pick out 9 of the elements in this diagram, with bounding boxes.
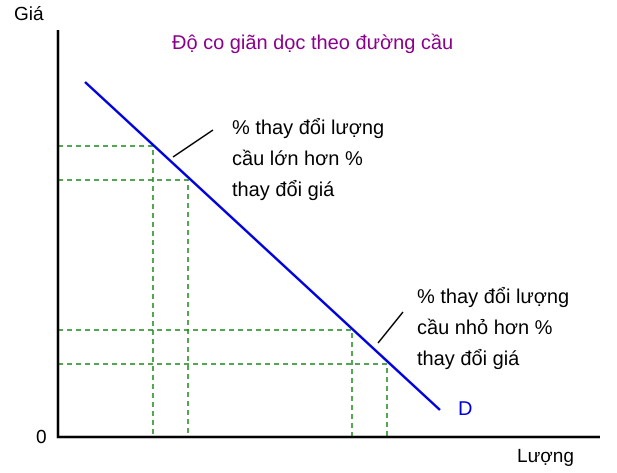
leader-line [377,312,404,344]
curve-label: D [458,398,472,421]
chart-title: Độ co giãn dọc theo đường cầu [172,32,454,55]
leader-line [172,129,214,158]
annotation-text: % thay đổi lượng cầu lớn hơn % thay đổi giá [232,113,404,206]
axis-origin: 0 [36,427,47,449]
axis-label: Giá [14,4,44,26]
axis-label: Lượng [517,446,574,468]
annotation-text: % thay đổi lượng cầu nhỏ hơn % thay đổi giá [417,282,589,375]
